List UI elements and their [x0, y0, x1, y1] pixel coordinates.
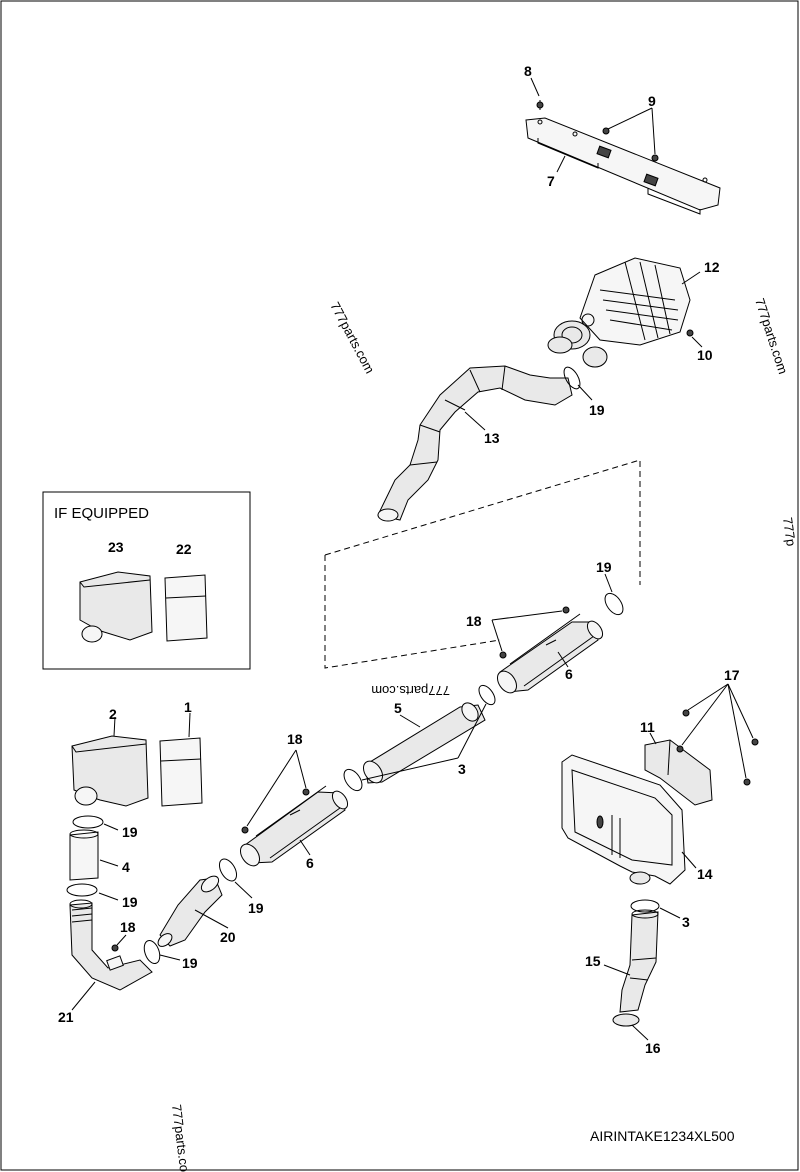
callout-9: 9 [648, 93, 656, 109]
leader-6-upper [557, 651, 569, 668]
inset-title: IF EQUIPPED [54, 505, 149, 522]
callout-20: 20 [220, 929, 236, 945]
callout-19-mid: 19 [248, 900, 264, 916]
clamp-part-19-left-upper [72, 815, 119, 831]
callout-19-elbow: 19 [182, 955, 198, 971]
air-cleaner-assembly-part-12 [547, 257, 691, 368]
hose-part-20 [157, 875, 223, 947]
drawing-caption: AIRINTAKE1234XL500 [590, 1128, 735, 1144]
tube-part-15 [619, 909, 659, 1013]
leader-12 [681, 271, 701, 285]
filter-element-part-22 [164, 574, 208, 642]
callout-18-lower: 18 [287, 731, 303, 747]
callout-22: 22 [176, 541, 192, 557]
tube-part-4 [69, 829, 119, 881]
watermark-5: 777p [780, 516, 799, 547]
tube-part-5 [362, 702, 486, 784]
leader-14 [681, 851, 697, 869]
callout-6-lower: 6 [306, 855, 314, 871]
cap-part-16 [612, 1013, 649, 1041]
leader-7 [556, 155, 566, 173]
callout-18-upper: 18 [466, 613, 482, 629]
watermark-1: 777parts.com [327, 299, 377, 376]
callout-19-top: 19 [589, 402, 605, 418]
screw-part-8 [530, 77, 544, 110]
clamp-part-3-right [630, 899, 681, 919]
guide-line-lower [324, 555, 501, 669]
filter-element-part-1 [159, 737, 203, 807]
callout-4: 4 [122, 859, 130, 875]
if-equipped-inset-box [42, 491, 251, 670]
callout-12: 12 [704, 259, 720, 275]
callout-19-left-lower: 19 [122, 894, 138, 910]
leader-11 [649, 732, 657, 745]
foam-block-part-11 [644, 739, 713, 806]
screw-part-17 [676, 683, 759, 786]
intake-hose-part-13 [377, 365, 573, 522]
callout-3-upper: 3 [458, 761, 466, 777]
clamp-part-19-mid [218, 858, 253, 899]
clamp-part-19-right [604, 573, 624, 616]
nut-part-10 [686, 329, 703, 348]
leader-13 [464, 411, 486, 431]
callout-18-left: 18 [120, 919, 136, 935]
callout-3-right: 3 [682, 914, 690, 930]
callout-19-left-upper: 19 [122, 824, 138, 840]
callout-8: 8 [524, 63, 532, 79]
leader-2 [113, 716, 116, 737]
leader-15 [603, 964, 631, 976]
callout-13: 13 [484, 430, 500, 446]
clamp-part-19-left-lower [66, 883, 119, 901]
callout-23: 23 [108, 539, 124, 555]
elbow-pipe-part-21 [69, 899, 153, 991]
screw-part-18-lower [241, 749, 310, 834]
callout-11: 11 [640, 719, 655, 735]
callout-21: 21 [58, 1009, 74, 1025]
callout-19-right: 19 [596, 559, 612, 575]
leader-20 [194, 909, 229, 929]
callout-2: 2 [109, 706, 117, 722]
leader-5 [399, 714, 421, 728]
screw-part-18-upper [491, 606, 570, 659]
clamp-part-19-top [563, 366, 593, 401]
resonator-part-6-upper [496, 613, 604, 694]
callout-7: 7 [547, 173, 555, 189]
clamp-part-19-elbow [143, 939, 181, 965]
callout-16: 16 [645, 1040, 661, 1056]
watermark-3: 777parts.com [371, 683, 450, 698]
callout-labels: 8 9 7 12 10 19 13 23 22 19 18 6 17 5 2 1… [58, 63, 740, 1056]
watermark-2: 777parts.com [752, 296, 791, 376]
guide-line-upper [324, 459, 641, 585]
callout-14: 14 [697, 866, 713, 882]
callout-10: 10 [697, 347, 713, 363]
watermark-4: 777parts.com [169, 1104, 193, 1172]
callout-6-upper: 6 [565, 666, 573, 682]
resonator-part-6-lower [239, 785, 349, 867]
screw-part-9 [602, 107, 659, 162]
backing-plate-part-14 [561, 754, 686, 885]
callout-17: 17 [724, 667, 740, 683]
leader-21 [71, 981, 96, 1011]
clamp-part-3-upper [361, 684, 496, 781]
clamp-part-3-lower [343, 768, 363, 792]
leader-1 [188, 712, 191, 738]
callout-5: 5 [394, 700, 402, 716]
screw-part-18-left [111, 934, 127, 952]
callout-1: 1 [184, 699, 192, 715]
leader-6-lower [299, 839, 311, 856]
mounting-bracket-part-7 [525, 117, 721, 215]
callout-15: 15 [585, 953, 601, 969]
cover-part-2 [71, 735, 149, 807]
cover-part-23 [79, 571, 153, 643]
